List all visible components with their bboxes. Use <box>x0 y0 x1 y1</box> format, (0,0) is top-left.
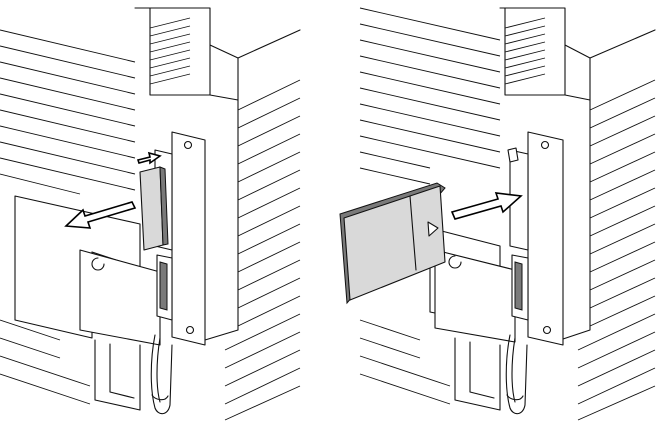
card-slot <box>507 147 529 321</box>
side-slats-left <box>359 7 501 405</box>
screw-icon <box>540 140 550 150</box>
bracket-panel <box>14 195 161 411</box>
cable-clip <box>505 334 528 415</box>
printer-housing <box>499 7 656 341</box>
arrow-in-icon <box>450 192 523 220</box>
cable-clip <box>150 334 173 415</box>
side-slats-right <box>224 79 301 421</box>
card-insert-triangle-icon <box>427 221 439 237</box>
interface-cover-plate <box>527 131 564 346</box>
printer-housing <box>134 7 301 341</box>
arrow-out-icon <box>64 201 137 229</box>
screw-icon <box>185 325 195 335</box>
vent-grille-top <box>504 17 546 85</box>
screw-icon <box>183 140 193 150</box>
connector-icon <box>159 261 168 311</box>
side-slats-right <box>577 79 656 421</box>
bracket-hole-icon <box>448 255 462 269</box>
panel-insert-card <box>339 7 656 421</box>
pc-card-ejected <box>139 166 169 251</box>
vent-grille-top <box>149 17 191 85</box>
connector-icon <box>514 261 523 311</box>
interface-cover-plate <box>171 131 206 346</box>
bracket-hole-icon <box>91 257 105 271</box>
panel-remove-card <box>0 7 301 421</box>
screw-icon <box>542 325 552 335</box>
small-push-arrow-icon <box>136 151 162 165</box>
side-slats-left <box>0 29 136 405</box>
pc-card-inserting <box>339 182 446 305</box>
bracket-panel <box>429 227 516 411</box>
